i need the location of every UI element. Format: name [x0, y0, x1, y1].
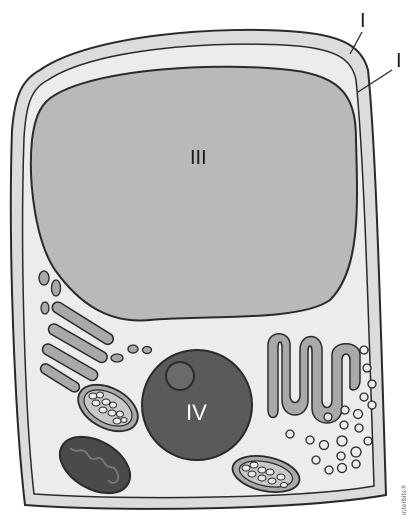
label-cell-wall: I: [360, 10, 366, 32]
nucleolus: [166, 362, 194, 390]
label-nucleus: IV: [186, 400, 207, 425]
label-vacuole: III: [190, 147, 207, 169]
central-vacuole: [31, 67, 357, 321]
label-membrane: I: [396, 50, 402, 72]
credit-text: interbits®: [401, 484, 408, 515]
